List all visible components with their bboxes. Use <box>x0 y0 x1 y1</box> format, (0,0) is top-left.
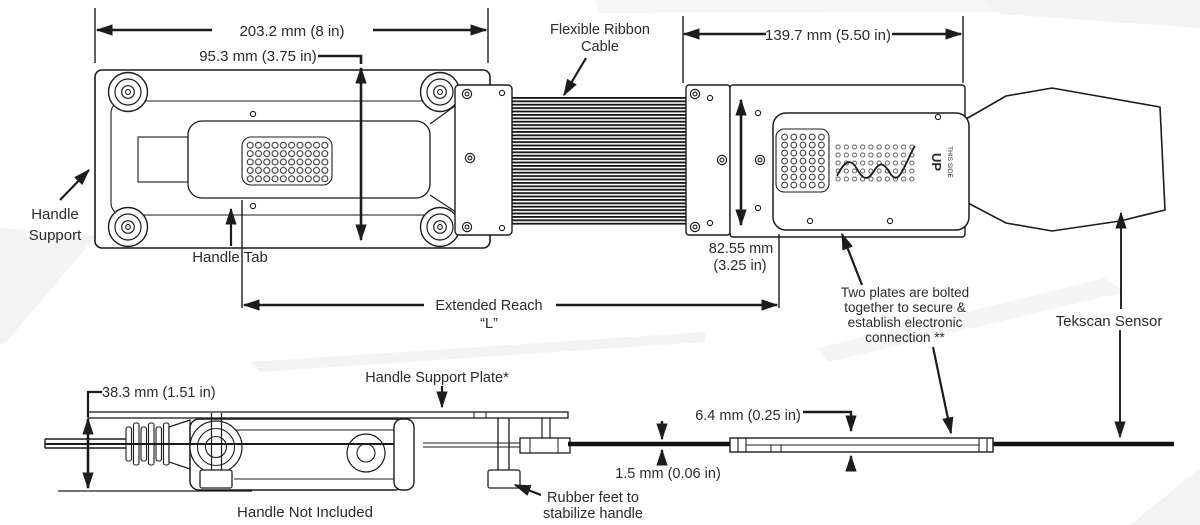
rubber-feet-label-line1: Rubber feet to <box>547 490 639 506</box>
note-two-plates: Two plates are bolted together to secure… <box>841 232 969 435</box>
dim-overall-length: 203.2 mm (8 in) <box>94 8 489 63</box>
dim-plate-thickness: 6.4 mm (0.25 in) <box>695 408 857 472</box>
dim-plate-height: 82.55 mm (3.25 in) <box>709 98 773 274</box>
rubber-foot-front <box>199 469 233 489</box>
dim-extended-reach-line1: Extended Reach <box>435 298 542 314</box>
label-tekscan-sensor: Tekscan Sensor <box>1056 211 1163 439</box>
tekscan-sensor-paddle <box>965 87 1166 232</box>
two-plates-note-line2: together to secure & <box>844 300 966 315</box>
dim-sensor-thickness-text: 1.5 mm (0.06 in) <box>615 466 721 482</box>
handle-tab-shape <box>137 102 460 215</box>
rubber-feet-label-line2: stabilize handle <box>543 506 643 522</box>
two-plates-note-line1: Two plates are bolted <box>841 285 969 300</box>
label-flexible-ribbon-cable: Flexible Ribbon Cable <box>550 22 650 97</box>
corner-screw-icon <box>419 206 461 248</box>
dim-handle-height-text: 38.3 mm (1.51 in) <box>102 385 216 401</box>
handle-support-plate-label: Handle Support Plate* <box>365 370 509 386</box>
sensor-grip-pad <box>780 133 826 189</box>
sensor-clamp-bracket <box>519 437 571 454</box>
sensor-side-view <box>568 437 1174 453</box>
dim-plate-height-line2: (3.25 in) <box>713 258 766 274</box>
rubber-foot-rear <box>487 469 521 489</box>
dim-sensor-plate-length: 139.7 mm (5.50 in) <box>682 16 964 83</box>
label-handle-tab: Handle Tab <box>192 207 268 266</box>
signature-squiggle <box>836 145 916 179</box>
corner-screw-icon <box>107 71 149 113</box>
ribbon-cable-section <box>454 84 731 236</box>
this-side-up-small-text: THIS SIDE <box>946 146 953 178</box>
dim-sensor-thickness: 1.5 mm (0.06 in) <box>615 421 721 482</box>
top-view-assembly: UP THIS SIDE <box>94 69 1166 249</box>
dim-extended-reach-line2: “L” <box>480 316 498 332</box>
flexible-ribbon-cable-shape <box>512 97 686 225</box>
label-handle-support-plate: Handle Support Plate* <box>365 370 509 409</box>
dim-sensor-plate-length-text: 139.7 mm (5.50 in) <box>765 27 891 44</box>
dim-plate-height-line1: 82.55 mm <box>709 241 773 257</box>
flexible-ribbon-label-line1: Flexible Ribbon <box>550 22 650 38</box>
two-plates-note-line3: establish electronic <box>848 315 963 330</box>
two-plates-note-line4: connection ** <box>865 330 945 345</box>
handle-support-label-line1: Handle <box>31 206 79 223</box>
tekscan-sensor-label: Tekscan Sensor <box>1056 313 1163 330</box>
handle-not-included-label: Handle Not Included <box>237 504 373 521</box>
label-handle-support: Handle Support <box>29 168 90 244</box>
flexible-ribbon-label-line2: Cable <box>581 39 619 55</box>
dim-extended-reach: Extended Reach “L” <box>241 200 780 332</box>
handle-side-view <box>44 411 569 491</box>
annotations: 203.2 mm (8 in) 95.3 mm (3.75 in) Flexib… <box>29 8 1163 522</box>
handle-tab-label: Handle Tab <box>192 249 268 266</box>
dim-plate-thickness-text: 6.4 mm (0.25 in) <box>695 408 801 424</box>
dim-handle-plate-height-text: 95.3 mm (3.75 in) <box>199 48 317 65</box>
corner-screw-icon <box>107 206 149 248</box>
dim-overall-length-text: 203.2 mm (8 in) <box>239 23 344 40</box>
dim-handle-height: 38.3 mm (1.51 in) <box>58 385 252 492</box>
dim-handle-plate-height: 95.3 mm (3.75 in) <box>199 48 367 242</box>
label-rubber-feet: Rubber feet to stabilize handle <box>513 483 643 522</box>
sensor-plate-assembly: UP THIS SIDE <box>729 84 1166 238</box>
corner-screw-icon <box>419 71 461 113</box>
handle-support-label-line2: Support <box>29 227 82 244</box>
perforated-grip-pad <box>246 141 329 183</box>
side-view-assembly <box>44 411 1174 491</box>
this-side-up-large-text: UP <box>929 153 944 171</box>
support-posts <box>423 418 571 489</box>
